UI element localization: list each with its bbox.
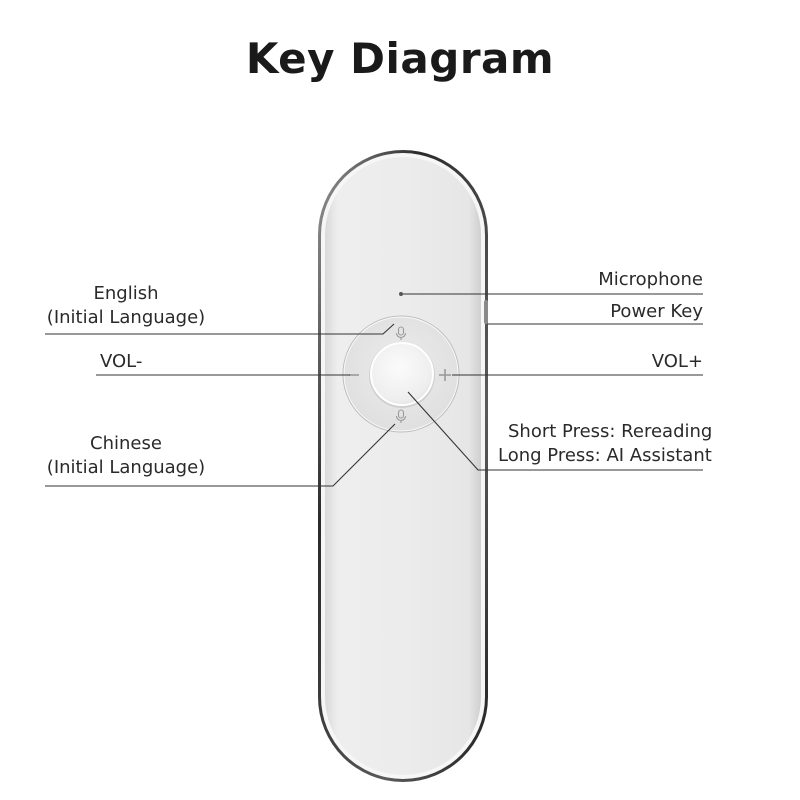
label-chinese-name: Chinese bbox=[90, 433, 162, 454]
power-key-side-button[interactable] bbox=[484, 300, 488, 324]
main-button[interactable] bbox=[369, 342, 435, 408]
label-power-key: Power Key bbox=[610, 301, 703, 322]
chinese-language-key[interactable] bbox=[395, 409, 407, 423]
diagram-title: Key Diagram bbox=[245, 34, 555, 83]
label-chinese-note: (Initial Language) bbox=[46, 457, 206, 478]
vol-plus-key[interactable] bbox=[439, 369, 451, 381]
callout-english bbox=[45, 323, 395, 335]
microphone-icon-top bbox=[395, 326, 407, 340]
label-main-button: Short Press: Rereading Long Press: AI As… bbox=[498, 420, 712, 468]
label-vol-plus: VOL+ bbox=[651, 351, 703, 372]
english-language-key[interactable] bbox=[395, 326, 407, 340]
device-body bbox=[318, 150, 488, 782]
label-english-note: (Initial Language) bbox=[46, 307, 206, 328]
callout-main-button bbox=[407, 391, 703, 471]
label-long-press: Long Press: AI Assistant bbox=[498, 445, 712, 466]
label-english-name: English bbox=[93, 283, 159, 304]
label-chinese: Chinese (Initial Language) bbox=[40, 432, 212, 480]
microphone-icon-bottom bbox=[395, 409, 407, 423]
label-short-press: Short Press: Rereading bbox=[508, 421, 713, 442]
plus-icon bbox=[439, 369, 451, 381]
microphone-hole bbox=[399, 292, 403, 296]
callout-chinese bbox=[45, 423, 396, 487]
label-english: English (Initial Language) bbox=[40, 282, 212, 330]
label-microphone: Microphone bbox=[598, 269, 703, 290]
callout-lines bbox=[45, 293, 703, 487]
label-vol-minus: VOL- bbox=[100, 351, 143, 372]
